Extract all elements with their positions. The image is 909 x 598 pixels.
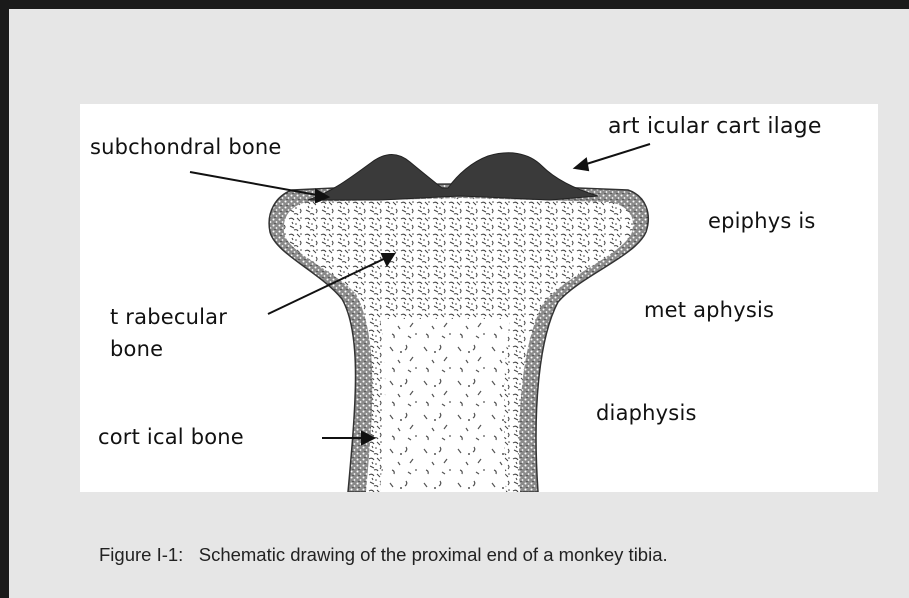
subchondral-leader — [190, 172, 328, 197]
label-diaphysis: diaphysis — [596, 400, 697, 426]
label-metaphysis: met aphysis — [644, 297, 774, 323]
articular-cartilage-shape — [308, 153, 598, 200]
cartilage-leader — [580, 144, 650, 166]
medullary-cavity-shape — [380, 319, 510, 492]
label-cortical-bone: cort ical bone — [98, 424, 244, 450]
label-trabecular-line2: bone — [110, 336, 163, 362]
tibia-diagram: subchondral bone art icular cart ilage e… — [80, 104, 878, 492]
label-epiphysis: epiphys is — [708, 208, 816, 234]
label-subchondral-bone: subchondral bone — [90, 134, 282, 160]
label-trabecular-line1: t rabecular — [110, 304, 227, 330]
label-articular-cartilage: art icular cart ilage — [608, 114, 822, 140]
figure-caption: Figure I-1: Schematic drawing of the pro… — [99, 544, 668, 566]
